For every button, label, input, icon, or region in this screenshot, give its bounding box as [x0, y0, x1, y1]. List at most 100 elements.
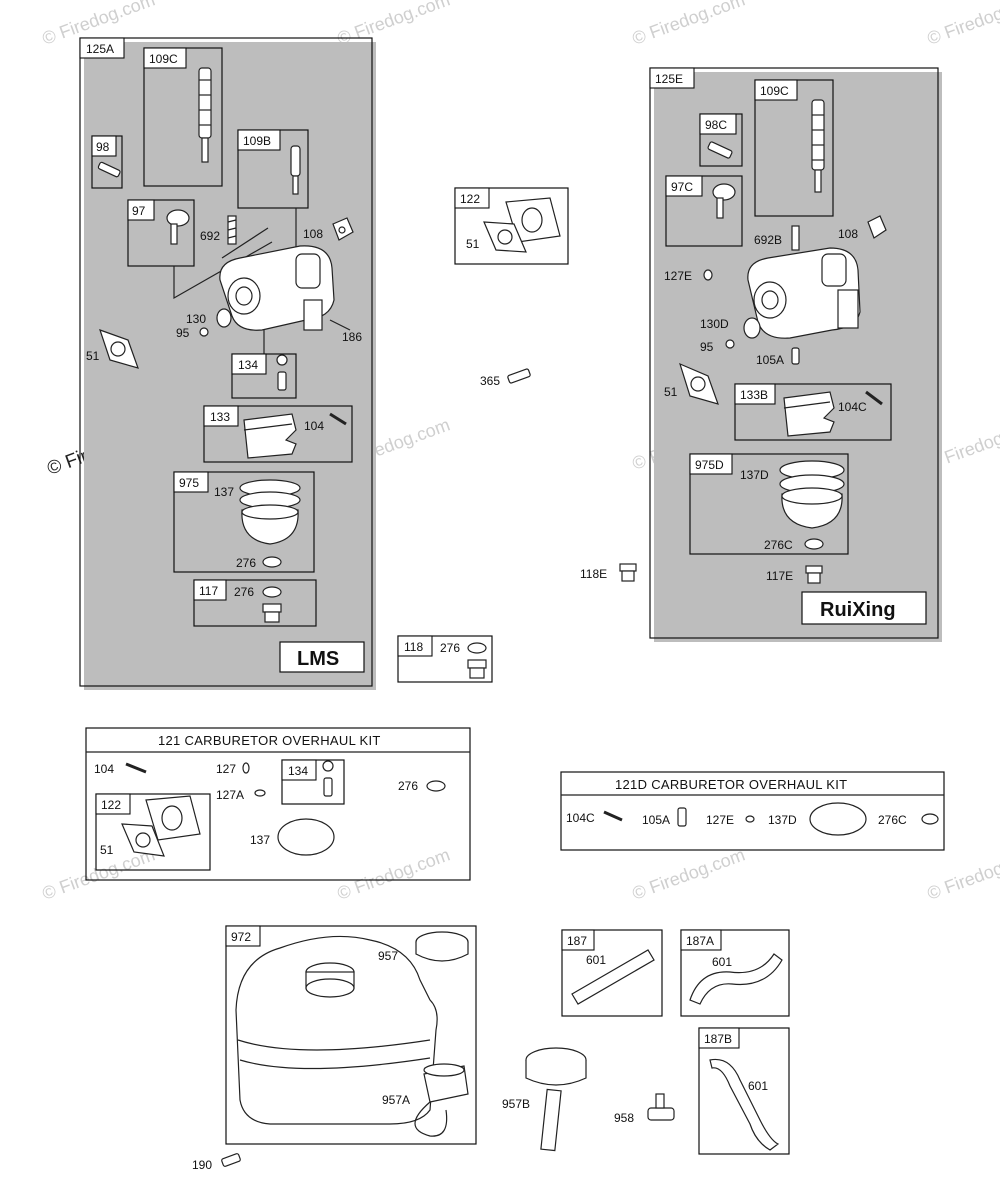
tag-187B: 187B: [704, 1032, 732, 1046]
box-975D: [689, 453, 849, 555]
tag-187A: 187A: [686, 934, 714, 948]
float-icon: [783, 391, 835, 437]
label-108: 108: [838, 227, 858, 241]
tag-box: [649, 67, 695, 89]
fuel-pickup-icon: [290, 145, 301, 195]
part-365: 365: [480, 368, 531, 388]
o-ring-icon: [804, 538, 824, 550]
needle-valve-icon: [322, 760, 334, 772]
needle-valve-icon: [323, 777, 333, 797]
pin-icon: [603, 810, 623, 822]
label-104: 104: [304, 419, 324, 433]
tag-box: [225, 925, 261, 947]
tag-98C: 98C: [705, 118, 727, 132]
tag-97: 97: [132, 204, 146, 218]
label-601: 601: [586, 953, 606, 967]
fuel-cap-icon: [415, 931, 469, 962]
tag-box: [203, 405, 239, 427]
brand-box: [279, 641, 365, 673]
label-276: 276: [236, 556, 256, 570]
bolt-icon: [221, 1153, 241, 1167]
throttle-plate-icon: [743, 317, 761, 339]
gasket-icon: [867, 215, 887, 239]
fuel-pickup-icon: [811, 99, 825, 193]
box-187B: [698, 1027, 790, 1155]
jet-icon: [677, 807, 687, 827]
box-122: [454, 187, 569, 265]
label-276: 276: [234, 585, 254, 599]
group-125E: 125E 98C 109C 97C 692B 108 127E: [649, 67, 942, 642]
label-127E: 127E: [664, 269, 692, 283]
tag-134: 134: [288, 764, 308, 778]
box-125E: [649, 67, 939, 639]
fuel-hose-icon: [571, 949, 655, 1005]
needle-valve-icon: [276, 354, 288, 391]
part-118E: 118E: [580, 563, 637, 582]
label-276C: 276C: [878, 813, 907, 827]
tag-134: 134: [238, 358, 258, 372]
box-187A: [680, 929, 790, 1017]
brand-ruixing: RuiXing: [820, 599, 896, 621]
box-97: [127, 199, 195, 267]
fuel-hose-icon: [709, 1058, 780, 1151]
group-187A: 187A 601: [680, 929, 790, 1017]
box-122: [95, 793, 211, 871]
tag-box: [237, 129, 281, 151]
label-104C: 104C: [838, 400, 867, 414]
box-118: [397, 635, 493, 683]
tag-box: [91, 135, 117, 157]
kit-121-title: 121 CARBURETOR OVERHAUL KIT: [158, 733, 381, 748]
label-137: 137: [250, 833, 270, 847]
bowl-nut-icon: [467, 659, 487, 679]
box-125A: [79, 37, 373, 687]
spring-icon: [227, 215, 237, 245]
tag-117: 117: [199, 584, 218, 598]
float-icon: [243, 413, 297, 459]
box-972: [225, 925, 477, 1145]
box-133: [203, 405, 353, 463]
tag-118: 118: [404, 640, 423, 654]
screw-icon: [725, 339, 735, 349]
fuel-pickup-icon: [198, 67, 212, 163]
tag-box: [231, 353, 267, 375]
label-51: 51: [664, 385, 678, 399]
tag-box: [689, 453, 733, 475]
tag-box: [127, 199, 155, 221]
carburetor-body-icon: [747, 247, 861, 339]
kit-121D: 121D CARBURETOR OVERHAUL KIT 104C 105A 1…: [560, 771, 945, 851]
part-957B: 957B: [502, 1047, 587, 1152]
label-137D: 137D: [740, 468, 769, 482]
box-133B: [734, 383, 892, 441]
label-276C: 276C: [764, 538, 793, 552]
gasket-ring-icon: [277, 818, 335, 856]
label-957A: 957A: [382, 1093, 410, 1107]
box-117: [193, 579, 317, 627]
tag-box: [680, 929, 722, 951]
box-187: [561, 929, 663, 1017]
pin-icon: [125, 762, 147, 774]
label-127A: 127A: [216, 788, 244, 802]
shutoff-valve-icon: [647, 1093, 675, 1121]
tag-133B: 133B: [740, 388, 768, 402]
leader-line: [221, 227, 269, 259]
o-ring-icon: [262, 556, 282, 568]
watermark: © Firedog.com: [630, 0, 748, 49]
label-95: 95: [176, 326, 190, 340]
label-104: 104: [94, 762, 114, 776]
label-108: 108: [303, 227, 323, 241]
label-105A: 105A: [642, 813, 670, 827]
spring-icon: [791, 225, 800, 251]
label-601: 601: [712, 955, 732, 969]
tag-975D: 975D: [695, 458, 724, 472]
label-276: 276: [440, 641, 460, 655]
tag-box: [561, 929, 595, 951]
o-ring-icon: [262, 586, 282, 598]
label-95: 95: [700, 340, 714, 354]
group-972: 972 957 957A: [225, 925, 477, 1145]
o-ring-icon: [703, 269, 713, 281]
o-ring-icon: [426, 780, 446, 792]
part-190: 190: [192, 1153, 241, 1172]
group-122-center: 122 51: [454, 187, 569, 265]
label-137D: 137D: [768, 813, 797, 827]
